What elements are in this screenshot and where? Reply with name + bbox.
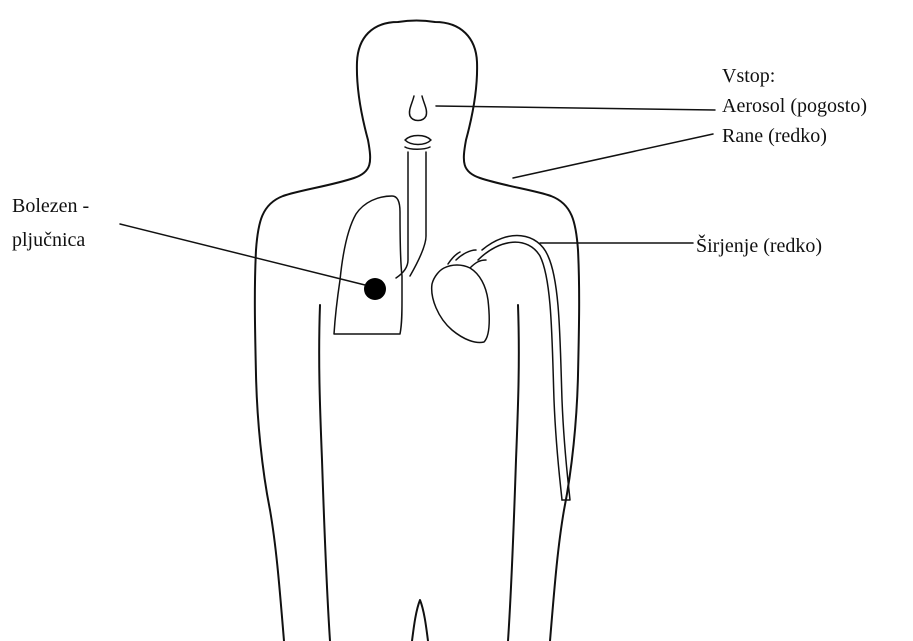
lung	[334, 196, 402, 334]
left-arm-inner	[319, 305, 330, 641]
trachea-left-wall	[396, 152, 408, 278]
mouth	[405, 136, 431, 145]
entry-wounds-label: Rane (redko)	[722, 125, 827, 147]
spread-label: Širjenje (redko)	[696, 233, 822, 257]
pneumonia-lesion-dot	[364, 278, 386, 300]
aerosol-leader-line	[436, 106, 715, 110]
trachea-right-wall	[410, 152, 426, 276]
trachea	[405, 147, 430, 149]
right-arm-inner	[508, 305, 519, 641]
entry-aerosol-label: Aerosol (pogosto)	[722, 95, 867, 117]
body-outline	[255, 21, 579, 641]
wounds-leader-line	[513, 134, 713, 178]
disease-label-line1: Bolezen -	[12, 195, 89, 217]
crotch	[412, 600, 428, 641]
entry-title-label: Vstop:	[722, 65, 775, 87]
disease-leader-line	[120, 224, 365, 285]
heart	[432, 250, 490, 343]
spread-vessel-inner	[478, 242, 562, 500]
spread-vessel-outer	[482, 236, 570, 500]
nose	[409, 96, 426, 121]
disease-label-line2: pljučnica	[12, 229, 85, 251]
